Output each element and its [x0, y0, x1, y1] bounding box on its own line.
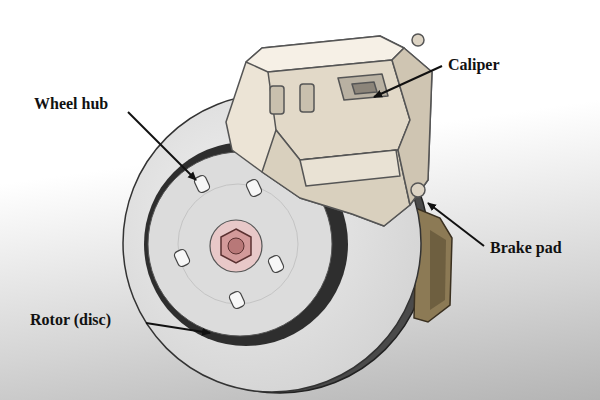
brake-pad-label: Brake pad: [490, 238, 562, 258]
brake-pad-shade: [430, 230, 446, 310]
hub-cap: [210, 220, 262, 272]
rotor-label: Rotor (disc): [30, 310, 111, 330]
caliper-shape: [226, 34, 432, 226]
leader-arrows: [128, 66, 484, 333]
wheel-hub-label: Wheel hub: [34, 94, 108, 114]
axle-end: [228, 238, 244, 254]
hub-ring: [178, 184, 298, 304]
caliper-label: Caliper: [448, 55, 500, 75]
axle-nut: [221, 229, 251, 263]
lug-studs: [173, 174, 285, 310]
